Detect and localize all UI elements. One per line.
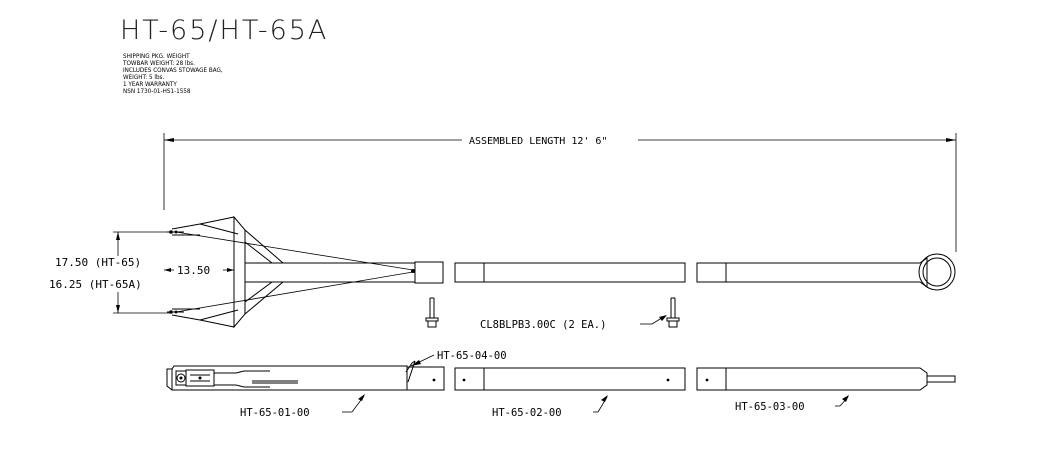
part-03-label: HT-65-03-00 (735, 401, 805, 413)
width-ht65a-label: 16.25 (HT-65A) (49, 278, 142, 291)
offset-label: 13.50 (177, 264, 210, 277)
pin-callout-label: CL8BLPB3.00C (2 EA.) (480, 319, 606, 331)
note-line: WEIGHT: 5 lbs. (123, 74, 165, 81)
assembled-length-dimension: ASSEMBLED LENGTH 12' 6" (163, 133, 957, 252)
side-section-1 (166, 360, 445, 391)
a-frame-top-view (167, 215, 414, 329)
pin-left (425, 297, 439, 328)
assembled-length-label: ASSEMBLED LENGTH 12' 6" (469, 136, 607, 147)
tube-section-1-top (244, 261, 444, 284)
part-04-callout: HT-65-04-00 (410, 350, 507, 367)
width-dimension: 17.50 (HT-65) 16.25 (HT-65A) (49, 231, 172, 314)
part-02-callout: HT-65-02-00 (492, 395, 608, 419)
part-03-callout: HT-65-03-00 (735, 395, 849, 413)
side-section-2 (454, 367, 686, 391)
width-ht65-label: 17.50 (HT-65) (55, 256, 141, 269)
note-line: NSN 1730-01-HS1-1558 (123, 88, 191, 95)
note-line: 1 YEAR WARRANTY (123, 81, 177, 88)
notes-block: SHIPPING PKG. WEIGHT TOWBAR WEIGHT: 28 l… (122, 53, 223, 95)
side-section-3 (696, 367, 956, 391)
note-line: INCLUDES CONVAS STOWAGE BAG, (123, 67, 223, 74)
drawing-title: HT-65/HT-65A (120, 15, 328, 46)
part-02-label: HT-65-02-00 (492, 407, 562, 419)
part-01-label: HT-65-01-00 (240, 407, 310, 419)
offset-dimension: 13.50 (164, 264, 234, 277)
part-01-callout: HT-65-01-00 (240, 394, 365, 419)
tube-section-2-top (454, 262, 686, 283)
part-04-label: HT-65-04-00 (437, 350, 507, 362)
pin-callout: CL8BLPB3.00C (2 EA.) (480, 315, 667, 331)
note-line: SHIPPING PKG. WEIGHT (123, 53, 190, 60)
tube-section-3-top (696, 253, 956, 291)
note-line: TOWBAR WEIGHT: 28 lbs. (122, 60, 195, 67)
pin-right (666, 297, 680, 328)
